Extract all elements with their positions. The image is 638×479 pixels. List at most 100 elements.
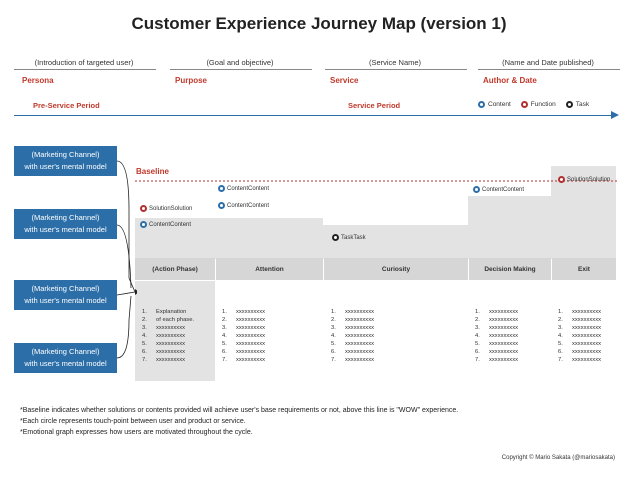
list-item-number: 2. <box>222 317 227 323</box>
list-item-number: 5. <box>222 341 227 347</box>
list-item-text: xxxxxxxxxx <box>489 349 518 355</box>
channel-connectors <box>117 160 137 359</box>
task-icon <box>332 234 339 241</box>
list-item: 7.xxxxxxxxxx <box>331 356 374 364</box>
list-item: 7.xxxxxxxxxx <box>475 356 518 364</box>
list-item-number: 2. <box>142 317 147 323</box>
list-item-number: 5. <box>331 341 336 347</box>
list-item-text: Explanation <box>156 309 187 315</box>
list-item: 7.xxxxxxxxxx <box>222 356 265 364</box>
pre-service-period-label: Pre-Service Period <box>33 101 100 110</box>
list-item-number: 1. <box>331 309 336 315</box>
list-item-text: xxxxxxxxxx <box>236 325 265 331</box>
list-item-number: 4. <box>222 333 227 339</box>
list-item-text: xxxxxxxxxx <box>572 333 601 339</box>
list-item: 6. xxxxxxxxxx <box>331 348 374 356</box>
list-item: 1.xxxxxxxxxx <box>331 308 374 316</box>
list-item-text: xxxxxxxxxx <box>345 325 374 331</box>
list-item-text: xxxxxxxxxx <box>236 349 265 355</box>
list-item-text: xxxxxxxxxx <box>489 309 518 315</box>
emotion-step-action <box>135 218 215 259</box>
list-item: 6.xxxxxxxxxx <box>475 348 518 356</box>
emotion-step-decision <box>468 196 551 259</box>
list-item-number: 3. <box>475 325 480 331</box>
list-item: 3.xxxxxxxxxx <box>142 324 194 332</box>
function-icon <box>140 205 147 212</box>
service-name-label: (Service Name) <box>368 58 422 67</box>
baseline-line <box>135 180 617 182</box>
list-item: 4.xxxxxxxxxx <box>142 332 194 340</box>
list-item: 6. xxxxxxxxxx <box>142 348 194 356</box>
footnote: *Each circle represents touch-point betw… <box>20 418 246 425</box>
list-item-number: 3. <box>331 325 336 331</box>
list-item: 3.xxxxxxxxxx <box>558 324 601 332</box>
list-item-text: xxxxxxxxxx <box>156 341 185 347</box>
content-icon <box>218 202 225 209</box>
list-item-number: 6. <box>142 349 147 355</box>
list-item-text: xxxxxxxxxx <box>236 309 265 315</box>
page-title: Customer Experience Journey Map (version… <box>131 14 507 33</box>
marketing-channel-4: (Marketing Channel) with user's mental m… <box>14 343 117 373</box>
list-item-text: xxxxxxxxxx <box>572 309 601 315</box>
list-item: 1.xxxxxxxxxx <box>475 308 518 316</box>
list-item-number: 4. <box>142 333 147 339</box>
list-item-number: 1. <box>142 309 147 315</box>
touchpoint-label: SolutionSolution <box>149 205 193 212</box>
baseline-label: Baseline <box>136 167 169 176</box>
list-item: 2.xxxxxxxxxx <box>331 316 374 324</box>
touchpoint-label: TaskTask <box>341 234 366 241</box>
emotion-step-attention <box>215 218 323 259</box>
list-item-number: 6. <box>331 349 336 355</box>
function-icon <box>558 176 565 183</box>
list-item-text: xxxxxxxxxx <box>345 349 374 355</box>
list-item-text: xxxxxxxxxx <box>572 341 601 347</box>
channel-title: (Marketing Channel) <box>31 150 100 159</box>
touchpoint-function: SolutionSolution <box>140 205 192 212</box>
header-divider <box>325 69 467 70</box>
list-item-text: xxxxxxxxxx <box>489 317 518 323</box>
touchpoint-task: TaskTask <box>332 234 366 241</box>
copyright: Copyright © Mario Sakata (@mariosakata) <box>501 455 615 461</box>
list-item-number: 6. <box>558 349 563 355</box>
list-item-number: 3. <box>142 325 147 331</box>
action-column-bg <box>135 281 215 381</box>
list-item: 5. xxxxxxxxxx <box>331 340 374 348</box>
content-icon <box>218 185 225 192</box>
intro-label: (Introduction of targeted user) <box>34 58 134 67</box>
list-item-number: 7. <box>222 357 227 363</box>
list-item-text: xxxxxxxxxx <box>489 357 518 363</box>
list-item-text: xxxxxxxxxx <box>236 333 265 339</box>
list-item-number: 2. <box>558 317 563 323</box>
touchpoint-content: ContentContent <box>140 221 191 228</box>
phase-curiosity: Curiosity <box>324 258 468 280</box>
touchpoint-content: ContentContent <box>218 202 269 209</box>
list-item: 6. xxxxxxxxxx <box>222 348 265 356</box>
list-item-number: 2. <box>331 317 336 323</box>
list-item: 5.xxxxxxxxxx <box>475 340 518 348</box>
timeline-arrow-icon <box>611 111 619 119</box>
list-item: 3.xxxxxxxxxx <box>475 324 518 332</box>
list-item-number: 5. <box>558 341 563 347</box>
list-item: 4.xxxxxxxxxx <box>331 332 374 340</box>
persona-label: Persona <box>22 76 54 85</box>
list-item-number: 2. <box>475 317 480 323</box>
phase-exit: Exit <box>552 258 616 280</box>
marketing-channel-2: (Marketing Channel) with user's mental m… <box>14 209 117 239</box>
list-item-number: 6. <box>222 349 227 355</box>
list-item-number: 7. <box>331 357 336 363</box>
footnotes: *Baseline indicates whether solutions or… <box>20 405 458 438</box>
list-item: 4.xxxxxxxxxx <box>558 332 601 340</box>
list-item-text: xxxxxxxxxx <box>156 349 185 355</box>
list-item-text: xxxxxxxxxx <box>345 341 374 347</box>
footnote: *Emotional graph expresses how users are… <box>20 429 253 436</box>
phase-decision: Decision Making <box>469 258 551 280</box>
channel-title: (Marketing Channel) <box>31 347 100 356</box>
channel-subtitle: with user's mental model <box>24 225 107 234</box>
list-item: 6.xxxxxxxxxx <box>558 348 601 356</box>
list-item-number: 7. <box>142 357 147 363</box>
goal-label: (Goal and objective) <box>206 58 274 67</box>
content-icon <box>140 221 147 228</box>
